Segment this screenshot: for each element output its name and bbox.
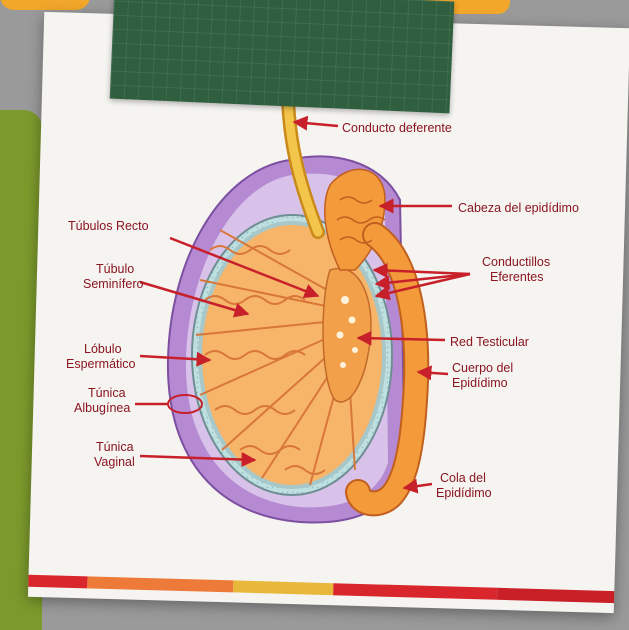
masking-tape xyxy=(110,0,455,113)
label-conductillos-line2: Eferentes xyxy=(490,270,544,284)
label-conductillos-line1: Conductillos xyxy=(482,255,550,269)
label-cuerpo-line2: Epidídimo xyxy=(452,376,508,390)
label-tunica-vaginal-line2: Vaginal xyxy=(94,455,135,469)
label-cola-line2: Epidídimo xyxy=(436,486,492,500)
label-cola-line1: Cola del xyxy=(440,471,486,485)
label-tunica-vaginal-line1: Túnica xyxy=(96,440,134,454)
label-lobulo-line1: Lóbulo xyxy=(84,342,122,356)
label-red-testicular: Red Testicular xyxy=(450,335,529,349)
label-tunica-albuginea-line1: Túnica xyxy=(88,386,126,400)
label-conducto-deferente: Conducto deferente xyxy=(342,121,452,135)
label-tubulo-line1: Túbulo xyxy=(96,262,134,276)
label-tunica-albuginea-line2: Albugínea xyxy=(74,401,130,415)
label-cuerpo-line1: Cuerpo del xyxy=(452,361,513,375)
label-tubulo-line2: Seminífero xyxy=(83,277,143,291)
label-lobulo-line2: Espermático xyxy=(66,357,136,371)
label-tubulos-recto: Túbulos Recto xyxy=(68,219,149,233)
label-cabeza-epididimo: Cabeza del epidídimo xyxy=(458,201,579,215)
